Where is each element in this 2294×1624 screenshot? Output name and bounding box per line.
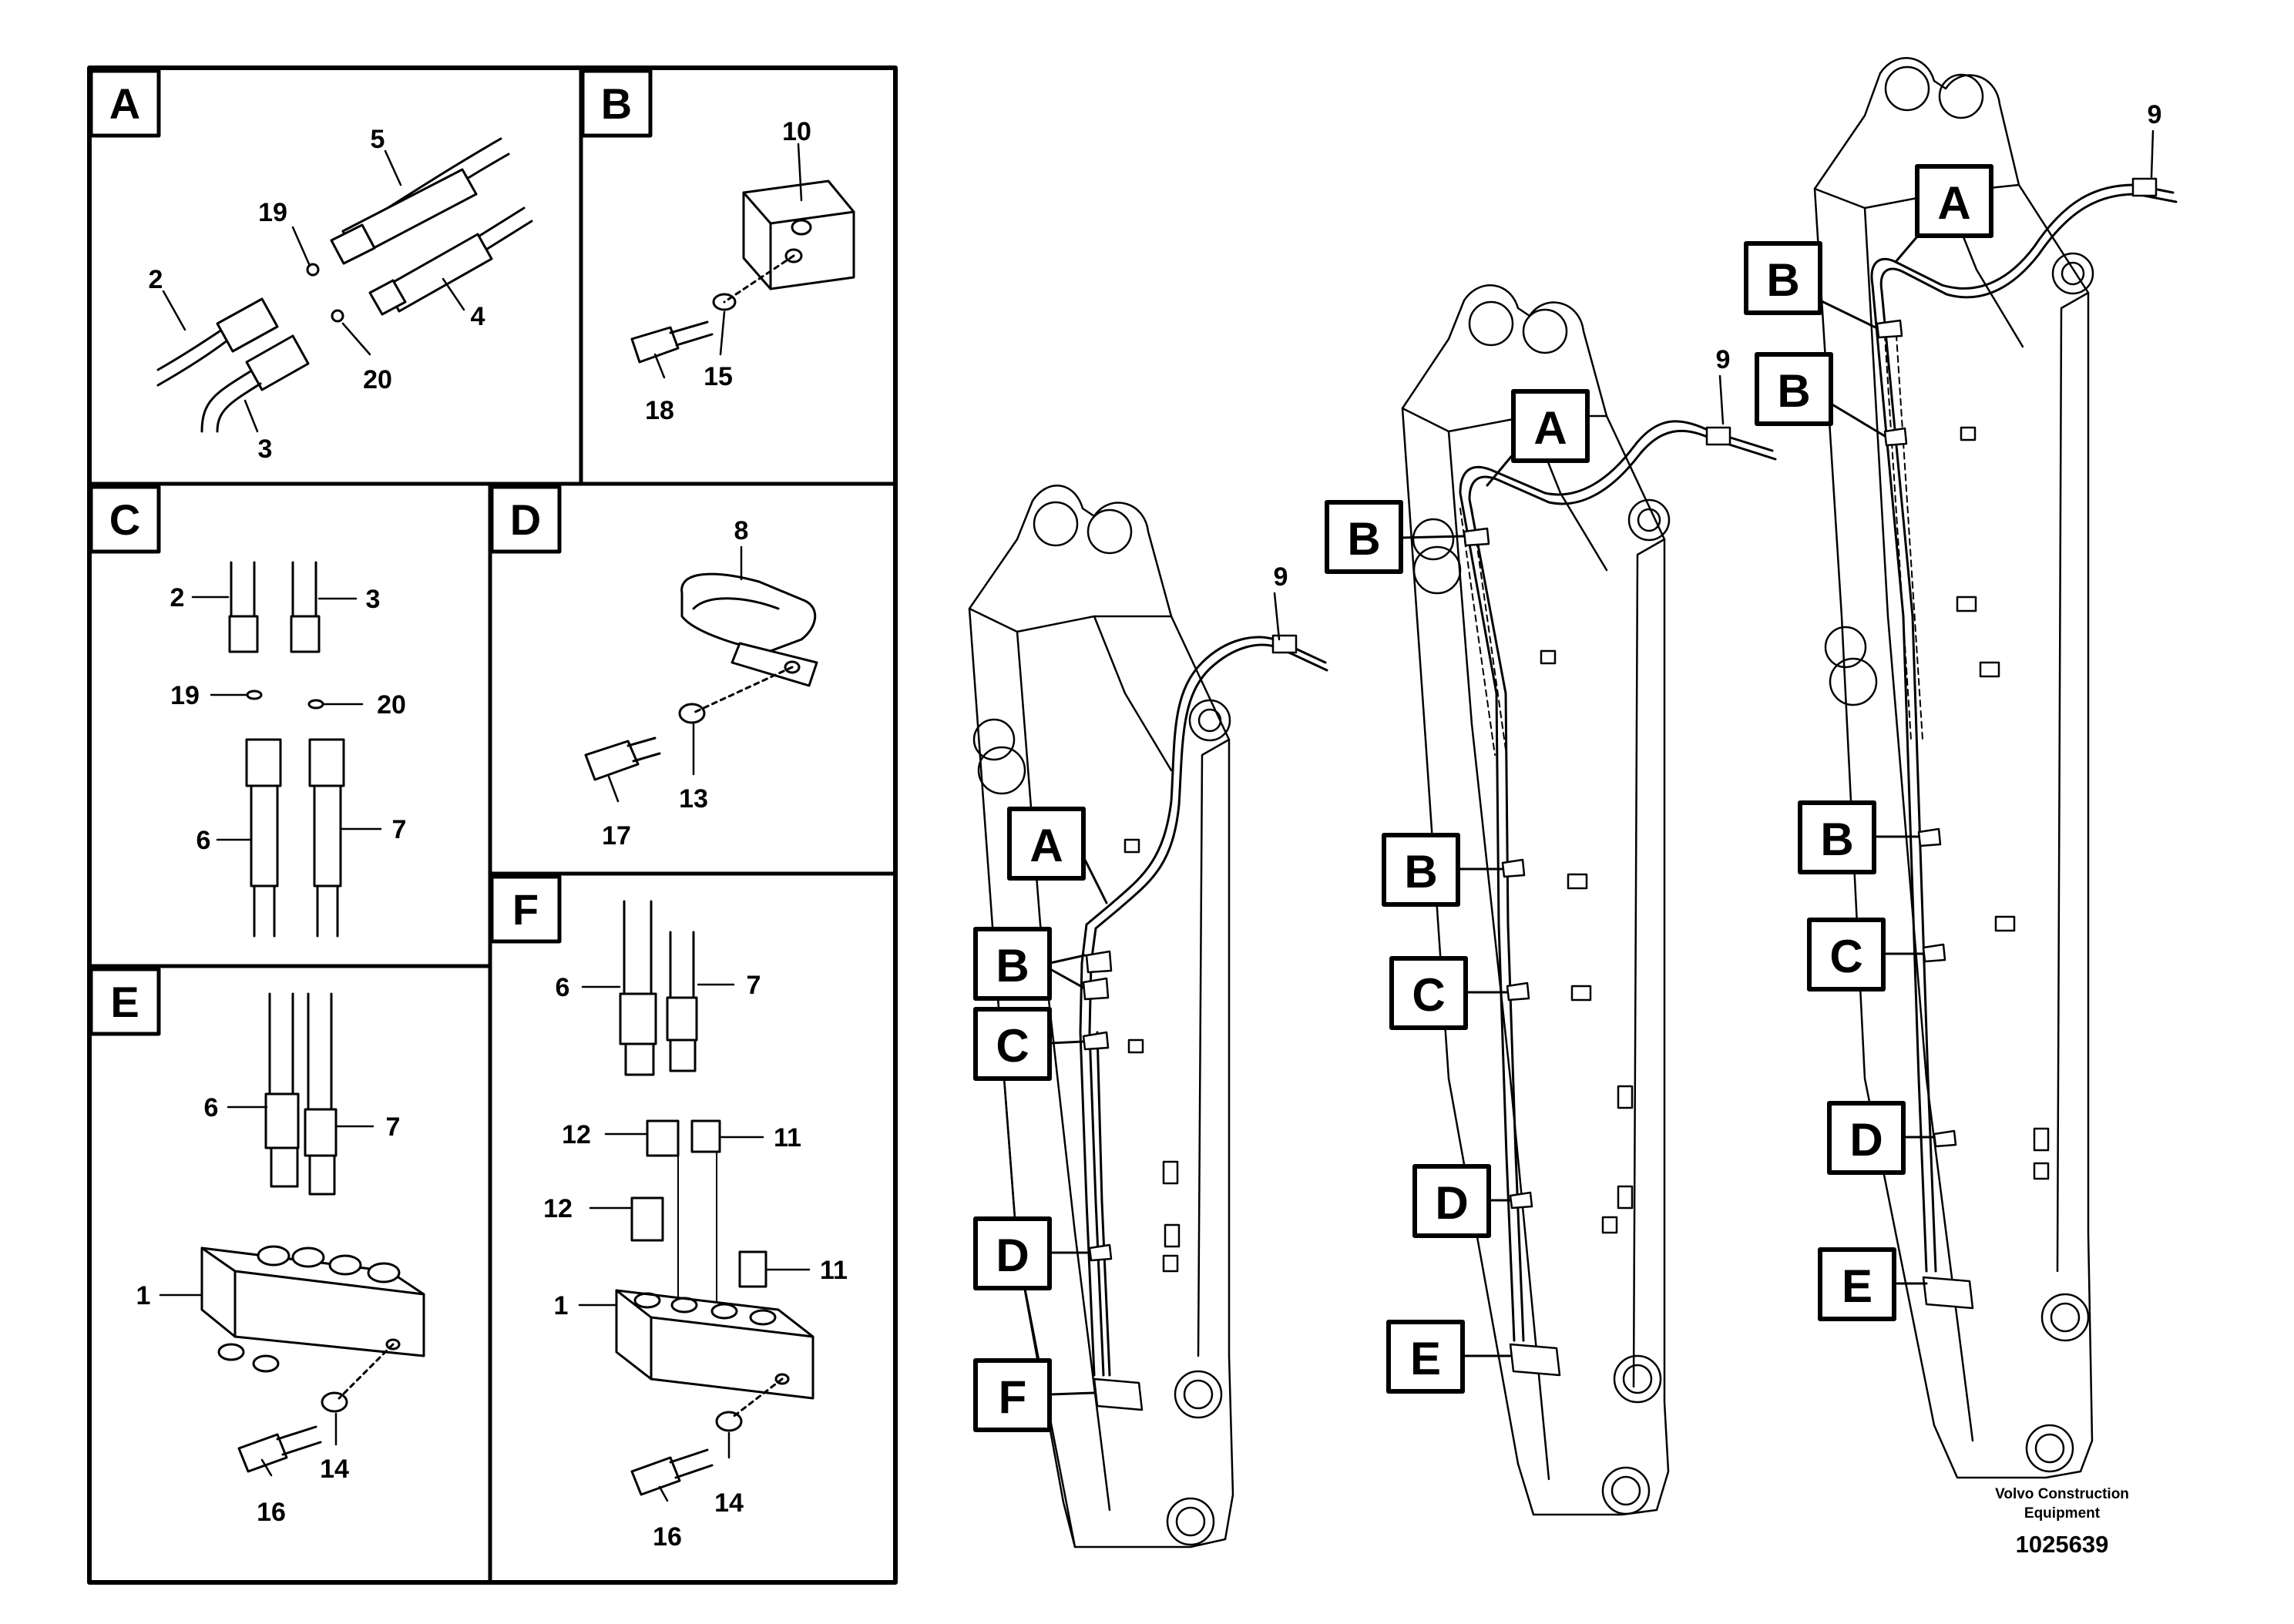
panel-callouts: 5 19 2 4 20 3 10 15 18 2 3 19 20 6 7 8 1… <box>136 117 848 1552</box>
boom-2-tag-c: C <box>1412 969 1445 1021</box>
callout-d-17: 17 <box>602 821 631 851</box>
detail-panels <box>87 65 898 1585</box>
callout-c-20: 20 <box>377 690 406 720</box>
callout-e-7: 7 <box>386 1112 401 1142</box>
callout-f-16: 16 <box>653 1522 682 1552</box>
boom-2-tag-e: E <box>1410 1333 1441 1384</box>
boom-2-callout-9: 9 <box>1716 345 1731 374</box>
panel-label-d: D <box>489 485 562 554</box>
panel-a-drawing <box>156 137 533 433</box>
boom-3-callout-9: 9 <box>2148 100 2162 129</box>
panel-label-a: A <box>89 69 161 138</box>
boom-3-tag-b-1: B <box>1766 254 1799 306</box>
callout-b-10: 10 <box>782 117 811 146</box>
callout-f-14: 14 <box>714 1488 744 1518</box>
boom-3-tag-d: D <box>1849 1114 1883 1166</box>
callout-e-14: 14 <box>320 1455 349 1484</box>
panel-label-b: B <box>580 69 653 138</box>
callout-b-15: 15 <box>704 362 733 391</box>
boom-1-tags: 9 A B C D F <box>973 562 1288 1432</box>
callout-f-12a: 12 <box>562 1120 591 1149</box>
boom-2 <box>1401 284 1777 1516</box>
company-name-line-1: Volvo Construction <box>1995 1486 2129 1502</box>
callout-d-8: 8 <box>734 516 749 545</box>
panel-e-drawing <box>200 992 425 1473</box>
drawing-footer: Volvo Construction Equipment 1025639 <box>1995 1486 2129 1558</box>
callout-f-11a: 11 <box>774 1123 801 1153</box>
boom-2-tag-b-2: B <box>1404 846 1437 898</box>
callout-e-6: 6 <box>204 1093 219 1122</box>
callout-c-6: 6 <box>196 826 211 855</box>
panel-label-f: F <box>489 874 562 944</box>
svg-text:A: A <box>109 79 140 128</box>
boom-2-tag-d: D <box>1435 1177 1468 1229</box>
callout-f-12b: 12 <box>543 1194 573 1223</box>
panel-label-c: C <box>89 485 161 554</box>
boom-1-tag-f: F <box>999 1371 1027 1423</box>
panel-labels: A B C D E F <box>89 69 653 1036</box>
callout-a-20: 20 <box>363 365 392 394</box>
panel-c-drawing <box>228 561 345 938</box>
boom-2-tag-a: A <box>1533 402 1567 454</box>
callout-c-7: 7 <box>392 815 407 844</box>
callout-c-3: 3 <box>366 585 381 614</box>
boom-1-callout-9: 9 <box>1274 562 1288 592</box>
callout-a-4: 4 <box>471 302 485 331</box>
boom-2-tag-b-1: B <box>1347 513 1380 565</box>
boom-3-tag-b-3: B <box>1820 814 1853 865</box>
callout-a-2: 2 <box>149 265 163 294</box>
callout-e-1: 1 <box>136 1281 151 1310</box>
panel-d-drawing <box>584 572 818 781</box>
svg-text:F: F <box>512 885 539 934</box>
callout-a-5: 5 <box>371 125 385 154</box>
callout-a-19: 19 <box>258 198 287 227</box>
boom-3-tag-e: E <box>1842 1260 1872 1312</box>
panel-label-e: E <box>89 967 161 1036</box>
callout-c-19: 19 <box>170 681 200 710</box>
boom-3-tags: 9 A B B B C D E <box>1744 100 2162 1321</box>
boom-2-tags: 9 A B B C D E <box>1325 345 1731 1394</box>
callout-f-6: 6 <box>556 973 570 1002</box>
callout-e-16: 16 <box>257 1498 286 1527</box>
boom-1-tag-c: C <box>996 1020 1029 1072</box>
panel-f-drawing <box>615 900 814 1496</box>
svg-text:B: B <box>601 79 632 128</box>
svg-text:E: E <box>110 978 139 1026</box>
callout-c-2: 2 <box>170 583 185 612</box>
drawing-number: 1025639 <box>2016 1531 2109 1558</box>
callout-f-7: 7 <box>747 971 761 1000</box>
boom-3-tag-b-2: B <box>1777 365 1810 417</box>
callout-b-18: 18 <box>645 396 674 425</box>
svg-text:C: C <box>109 495 140 544</box>
boom-3-tag-c: C <box>1829 931 1862 982</box>
panel-outer-frame <box>87 65 898 1585</box>
callout-f-1: 1 <box>554 1291 569 1320</box>
svg-text:D: D <box>510 495 541 544</box>
boom-3-tag-a: A <box>1937 177 1970 229</box>
callout-a-3: 3 <box>258 435 273 464</box>
callout-f-11b: 11 <box>820 1256 848 1285</box>
boom-1-tag-b: B <box>996 940 1029 992</box>
boom-1-tag-d: D <box>996 1230 1029 1281</box>
callout-d-13: 13 <box>679 784 708 814</box>
company-name-line-2: Equipment <box>2024 1505 2101 1522</box>
boom-1-tag-a: A <box>1029 820 1063 871</box>
panel-b-drawing <box>630 180 855 364</box>
